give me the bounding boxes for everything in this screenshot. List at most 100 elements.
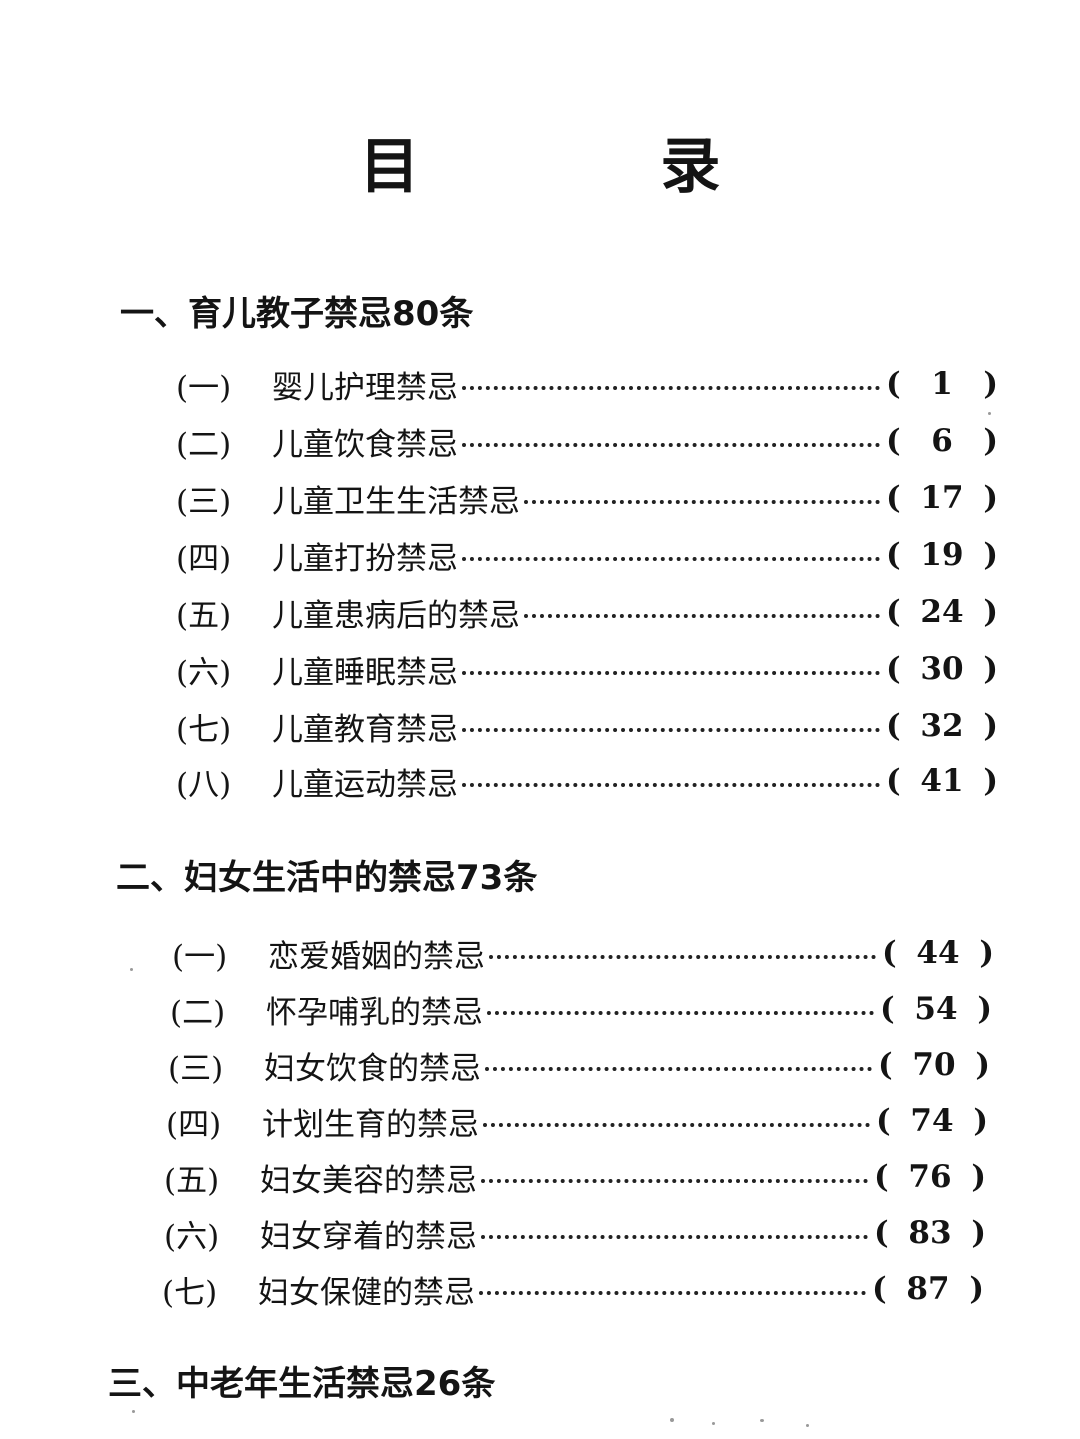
entry-label: 儿童睡眠禁忌 bbox=[272, 654, 458, 691]
toc-entry: (二) 怀孕哺乳的禁忌 (54) bbox=[170, 987, 992, 1031]
toc-entry: (五) 儿童患病后的禁忌 (24) bbox=[176, 590, 998, 634]
section-heading-2: 二、妇女生活中的禁忌73条 bbox=[116, 858, 538, 898]
entry-number: (六) bbox=[164, 1218, 220, 1255]
entry-label: 怀孕哺乳的禁忌 bbox=[266, 994, 483, 1031]
dot-leader bbox=[462, 704, 880, 748]
scan-speck bbox=[130, 968, 133, 971]
page-ref: (70) bbox=[878, 1047, 990, 1083]
page-number: 76 bbox=[908, 1159, 952, 1195]
entry-number: (二) bbox=[176, 426, 232, 463]
dot-leader bbox=[462, 647, 880, 691]
scan-speck bbox=[712, 1422, 715, 1425]
dot-leader bbox=[462, 759, 880, 803]
page-ref: (19) bbox=[886, 537, 998, 573]
entry-label: 儿童运动禁忌 bbox=[272, 766, 458, 803]
entry-label: 计划生育的禁忌 bbox=[262, 1106, 479, 1143]
entry-number: (一) bbox=[176, 369, 232, 406]
page-number: 32 bbox=[920, 708, 964, 744]
scan-speck bbox=[806, 1424, 809, 1427]
dot-leader bbox=[524, 590, 880, 634]
page-number: 54 bbox=[914, 991, 958, 1027]
entry-number: (七) bbox=[162, 1274, 218, 1311]
toc-entry: (六) 妇女穿着的禁忌 (83) bbox=[164, 1211, 986, 1255]
dot-leader bbox=[524, 476, 880, 520]
scan-speck bbox=[760, 1419, 764, 1422]
entry-number: (四) bbox=[166, 1106, 222, 1143]
dot-leader bbox=[462, 419, 880, 463]
page-ref: (6) bbox=[886, 423, 998, 459]
page-ref: (74) bbox=[876, 1103, 988, 1139]
entry-label: 儿童患病后的禁忌 bbox=[272, 597, 520, 634]
page-ref: (32) bbox=[886, 708, 998, 744]
page-number: 19 bbox=[920, 537, 964, 573]
dot-leader bbox=[481, 1155, 868, 1199]
entry-number: (七) bbox=[176, 711, 232, 748]
entry-number: (三) bbox=[168, 1050, 224, 1087]
dot-leader bbox=[483, 1099, 870, 1143]
page-ref: (76) bbox=[874, 1159, 986, 1195]
entry-number: (四) bbox=[176, 540, 232, 577]
page-number: 17 bbox=[920, 480, 964, 516]
page-number: 41 bbox=[920, 763, 964, 799]
entry-label: 妇女美容的禁忌 bbox=[260, 1162, 477, 1199]
page-number: 87 bbox=[906, 1271, 950, 1307]
toc-entry: (七) 妇女保健的禁忌 (87) bbox=[162, 1267, 984, 1311]
entry-label: 妇女饮食的禁忌 bbox=[264, 1050, 481, 1087]
page-ref: (83) bbox=[874, 1215, 986, 1251]
scan-speck bbox=[670, 1418, 674, 1422]
toc-entry: (一) 婴儿护理禁忌 (1) bbox=[176, 362, 998, 406]
entry-number: (五) bbox=[164, 1162, 220, 1199]
page-ref: (24) bbox=[886, 594, 998, 630]
toc-entry: (四) 计划生育的禁忌 (74) bbox=[166, 1099, 988, 1143]
entry-number: (二) bbox=[170, 994, 226, 1031]
entry-label: 儿童教育禁忌 bbox=[272, 711, 458, 748]
page-number: 83 bbox=[908, 1215, 952, 1251]
entry-label: 儿童卫生生活禁忌 bbox=[272, 483, 520, 520]
dot-leader bbox=[479, 1267, 866, 1311]
page-number: 74 bbox=[910, 1103, 954, 1139]
toc-entry: (七) 儿童教育禁忌 (32) bbox=[176, 704, 998, 748]
page-number: 44 bbox=[916, 935, 960, 971]
toc-entry: (二) 儿童饮食禁忌 (6) bbox=[176, 419, 998, 463]
entry-label: 儿童饮食禁忌 bbox=[272, 426, 458, 463]
entry-label: 婴儿护理禁忌 bbox=[272, 369, 458, 406]
section-heading-1: 一、育儿教子禁忌80条 bbox=[120, 294, 474, 334]
dot-leader bbox=[462, 533, 880, 577]
dot-leader bbox=[462, 362, 880, 406]
page-ref: (1) bbox=[886, 366, 998, 402]
toc-entry: (三) 妇女饮食的禁忌 (70) bbox=[168, 1043, 990, 1087]
page-ref: (41) bbox=[886, 763, 998, 799]
page-ref: (87) bbox=[872, 1271, 984, 1307]
page-number: 1 bbox=[931, 366, 953, 402]
page-number: 30 bbox=[920, 651, 964, 687]
toc-entry: (三) 儿童卫生生活禁忌 (17) bbox=[176, 476, 998, 520]
page-number: 70 bbox=[912, 1047, 956, 1083]
page-number: 24 bbox=[920, 594, 964, 630]
toc-entry: (五) 妇女美容的禁忌 (76) bbox=[164, 1155, 986, 1199]
page-number: 6 bbox=[931, 423, 953, 459]
dot-leader bbox=[487, 987, 874, 1031]
entry-number: (三) bbox=[176, 483, 232, 520]
entry-label: 儿童打扮禁忌 bbox=[272, 540, 458, 577]
entry-label: 妇女保健的禁忌 bbox=[258, 1274, 475, 1311]
dot-leader bbox=[489, 931, 876, 975]
entry-number: (一) bbox=[172, 938, 228, 975]
toc-entry: (四) 儿童打扮禁忌 (19) bbox=[176, 533, 998, 577]
dot-leader bbox=[481, 1211, 868, 1255]
toc-entry: (八) 儿童运动禁忌 (41) bbox=[176, 759, 998, 803]
entry-number: (五) bbox=[176, 597, 232, 634]
section-heading-3: 三、中老年生活禁忌26条 bbox=[108, 1364, 496, 1404]
scan-speck bbox=[988, 412, 991, 415]
page-title: 目 录 bbox=[359, 132, 831, 202]
page-ref: (54) bbox=[880, 991, 992, 1027]
toc-entry: (一) 恋爱婚姻的禁忌 (44) bbox=[172, 931, 994, 975]
page-ref: (30) bbox=[886, 651, 998, 687]
entry-label: 恋爱婚姻的禁忌 bbox=[268, 938, 485, 975]
entry-label: 妇女穿着的禁忌 bbox=[260, 1218, 477, 1255]
entry-number: (六) bbox=[176, 654, 232, 691]
dot-leader bbox=[485, 1043, 872, 1087]
scan-speck bbox=[132, 1410, 135, 1413]
toc-entry: (六) 儿童睡眠禁忌 (30) bbox=[176, 647, 998, 691]
entry-number: (八) bbox=[176, 766, 232, 803]
